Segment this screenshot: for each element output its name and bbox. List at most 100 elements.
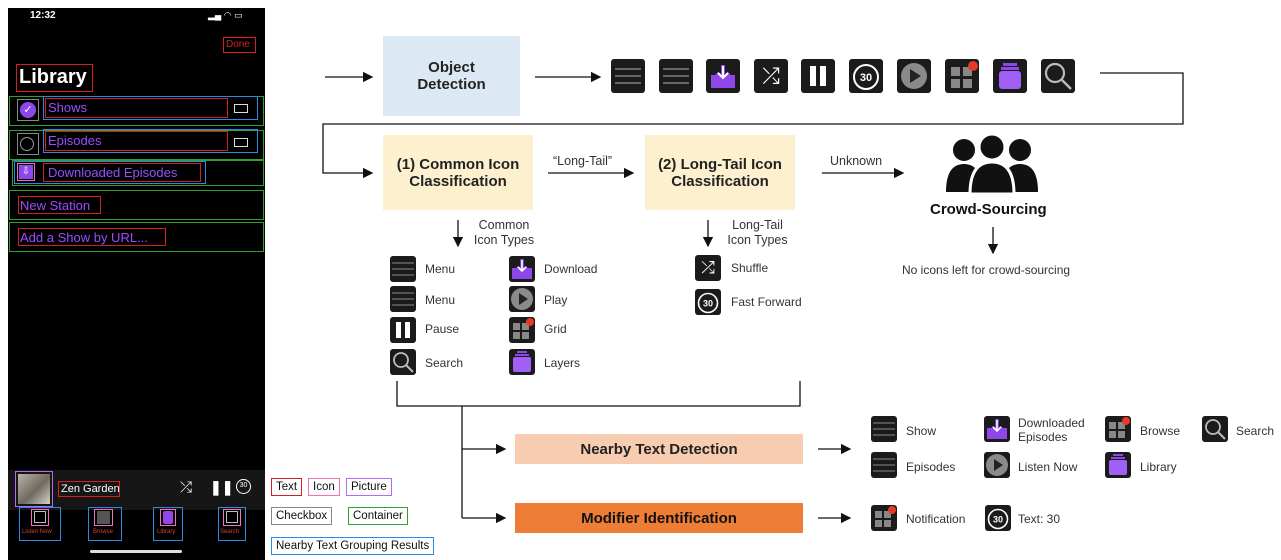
- menu-icon: [871, 452, 897, 478]
- list-item-add-show[interactable]: [9, 222, 264, 252]
- list-item-episodes[interactable]: [9, 130, 264, 160]
- legend-icon: Icon: [308, 478, 340, 496]
- tab-label: Listen Now: [22, 529, 52, 535]
- menu-icon: [390, 286, 416, 312]
- nearby-result-label: Search: [1236, 424, 1275, 438]
- layers-icon: [993, 59, 1027, 93]
- modifier-result-label: Text: 30: [1018, 512, 1061, 526]
- common-type-label: Layers: [544, 356, 581, 370]
- modifier-result-label: Notification: [906, 512, 966, 526]
- common-classification-label: (1) Common Icon Classification: [396, 155, 520, 190]
- common-type-label: Download: [544, 262, 598, 276]
- grid-icon: [509, 317, 535, 343]
- nearby-result-label: Episodes: [906, 460, 956, 474]
- common-icon-types-label: Common Icon Types: [473, 218, 535, 247]
- list-item-label: Add a Show by URL...: [20, 230, 148, 245]
- svg-text:30: 30: [860, 72, 872, 84]
- list-item-new-station[interactable]: [9, 190, 264, 220]
- object-detection-label: Object Detection: [417, 59, 486, 93]
- layers-icon: [163, 511, 173, 524]
- common-type-label: Pause: [425, 322, 460, 336]
- pause-icon: [801, 59, 835, 93]
- menu-icon: [390, 256, 416, 282]
- legend-text: Text: [271, 478, 303, 496]
- tab-listen-now[interactable]: [19, 507, 61, 541]
- long-tail-classification-label: (2) Long-Tail Icon Classification: [658, 155, 782, 190]
- shuffle-icon[interactable]: ⤮: [180, 479, 193, 496]
- svg-text:30: 30: [703, 299, 713, 309]
- object-detection-box: Object Detection: [383, 36, 520, 116]
- download-icon: [706, 59, 740, 93]
- search-icon: [226, 511, 238, 523]
- nearby-result-label: Library: [1140, 460, 1177, 474]
- tab-search[interactable]: [218, 507, 246, 541]
- long-tail-type-label: Shuffle: [731, 261, 769, 275]
- now-playing-bar[interactable]: [8, 470, 265, 510]
- legend-container: Container: [348, 507, 408, 525]
- checkbox-checked-icon[interactable]: ✓: [20, 102, 36, 118]
- now-playing-text-box: [58, 481, 120, 497]
- album-art-picture: [18, 474, 50, 504]
- layers-icon: [509, 349, 535, 375]
- checkbox-box: [17, 99, 39, 121]
- menu-icon: [611, 59, 645, 93]
- shuffle-icon: ⤮: [754, 59, 788, 93]
- legend-picture: Picture: [346, 478, 392, 496]
- menu-icon: [234, 104, 248, 113]
- modifier-identification-label: Modifier Identification: [581, 509, 737, 527]
- common-type-label: Play: [544, 293, 568, 307]
- picture-box: [15, 471, 53, 507]
- title-text-box: [16, 64, 93, 92]
- done-button[interactable]: Done: [226, 39, 250, 50]
- status-icons: ▂▄ ◠ ▭: [208, 10, 243, 20]
- list-item-label: Shows: [48, 100, 88, 115]
- status-time: 12:32: [30, 10, 56, 21]
- crowd-people-icon: [946, 132, 1038, 194]
- tab-browse[interactable]: [88, 507, 122, 541]
- icon-box: [160, 509, 176, 526]
- tab-label: Browse: [93, 529, 114, 535]
- long-tail-type-label: Fast Forward: [731, 295, 802, 309]
- common-type-label: Search: [425, 356, 464, 370]
- tab-library[interactable]: [153, 507, 183, 541]
- unknown-edge-label: Unknown: [830, 154, 883, 168]
- pause-icon[interactable]: ❚❚: [210, 479, 234, 495]
- phone-screenshot: 12:32 ▂▄ ◠ ▭ Done Library ✓ Shows Episod…: [8, 8, 265, 560]
- icon-box: [17, 163, 35, 181]
- nearby-text-detection-label: Nearby Text Detection: [580, 440, 738, 458]
- search-icon: [390, 349, 416, 375]
- long-tail-icon-types-label: Long-Tail Icon Types: [727, 218, 788, 247]
- fast-forward-30-icon: 30: [849, 59, 883, 93]
- page-title: Library: [19, 66, 87, 88]
- common-type-label: Menu: [425, 262, 456, 276]
- svg-text:30: 30: [993, 515, 1003, 525]
- nearby-text-detection-box: Nearby Text Detection: [515, 434, 803, 464]
- legend-checkbox: Checkbox: [271, 507, 333, 525]
- play-icon: [34, 511, 46, 523]
- common-type-label: Grid: [544, 322, 567, 336]
- download-icon[interactable]: ⇩: [19, 165, 33, 179]
- tab-label: Search: [220, 529, 240, 535]
- common-type-label: Menu: [425, 293, 456, 307]
- tab-label: Library: [157, 529, 176, 535]
- episodes-grouping-box: [43, 129, 258, 153]
- layers-icon: [1105, 452, 1131, 478]
- grid-icon: [97, 511, 110, 524]
- nearby-result-label: Downloaded Episodes: [1018, 416, 1085, 444]
- nearby-result-label: Listen Now: [1018, 460, 1078, 474]
- menu-icon: [871, 416, 897, 442]
- legend-grouping: Nearby Text Grouping Results: [271, 537, 435, 555]
- icon-box: [31, 509, 49, 526]
- shuffle-icon: ⤮: [695, 255, 721, 281]
- menu-icon: [659, 59, 693, 93]
- search-icon: [1202, 416, 1228, 442]
- list-item-downloaded-episodes[interactable]: [12, 160, 264, 186]
- grid-icon: [945, 59, 979, 93]
- download-icon: [509, 256, 535, 282]
- fast-forward-30-icon[interactable]: 30: [236, 479, 251, 494]
- now-playing-title: Zen Garden: [61, 483, 120, 495]
- crowd-sourcing-label: Crowd-Sourcing: [930, 201, 1047, 218]
- search-icon: [1041, 59, 1075, 93]
- home-indicator: [90, 550, 182, 553]
- checkbox-unchecked-icon[interactable]: [20, 137, 34, 151]
